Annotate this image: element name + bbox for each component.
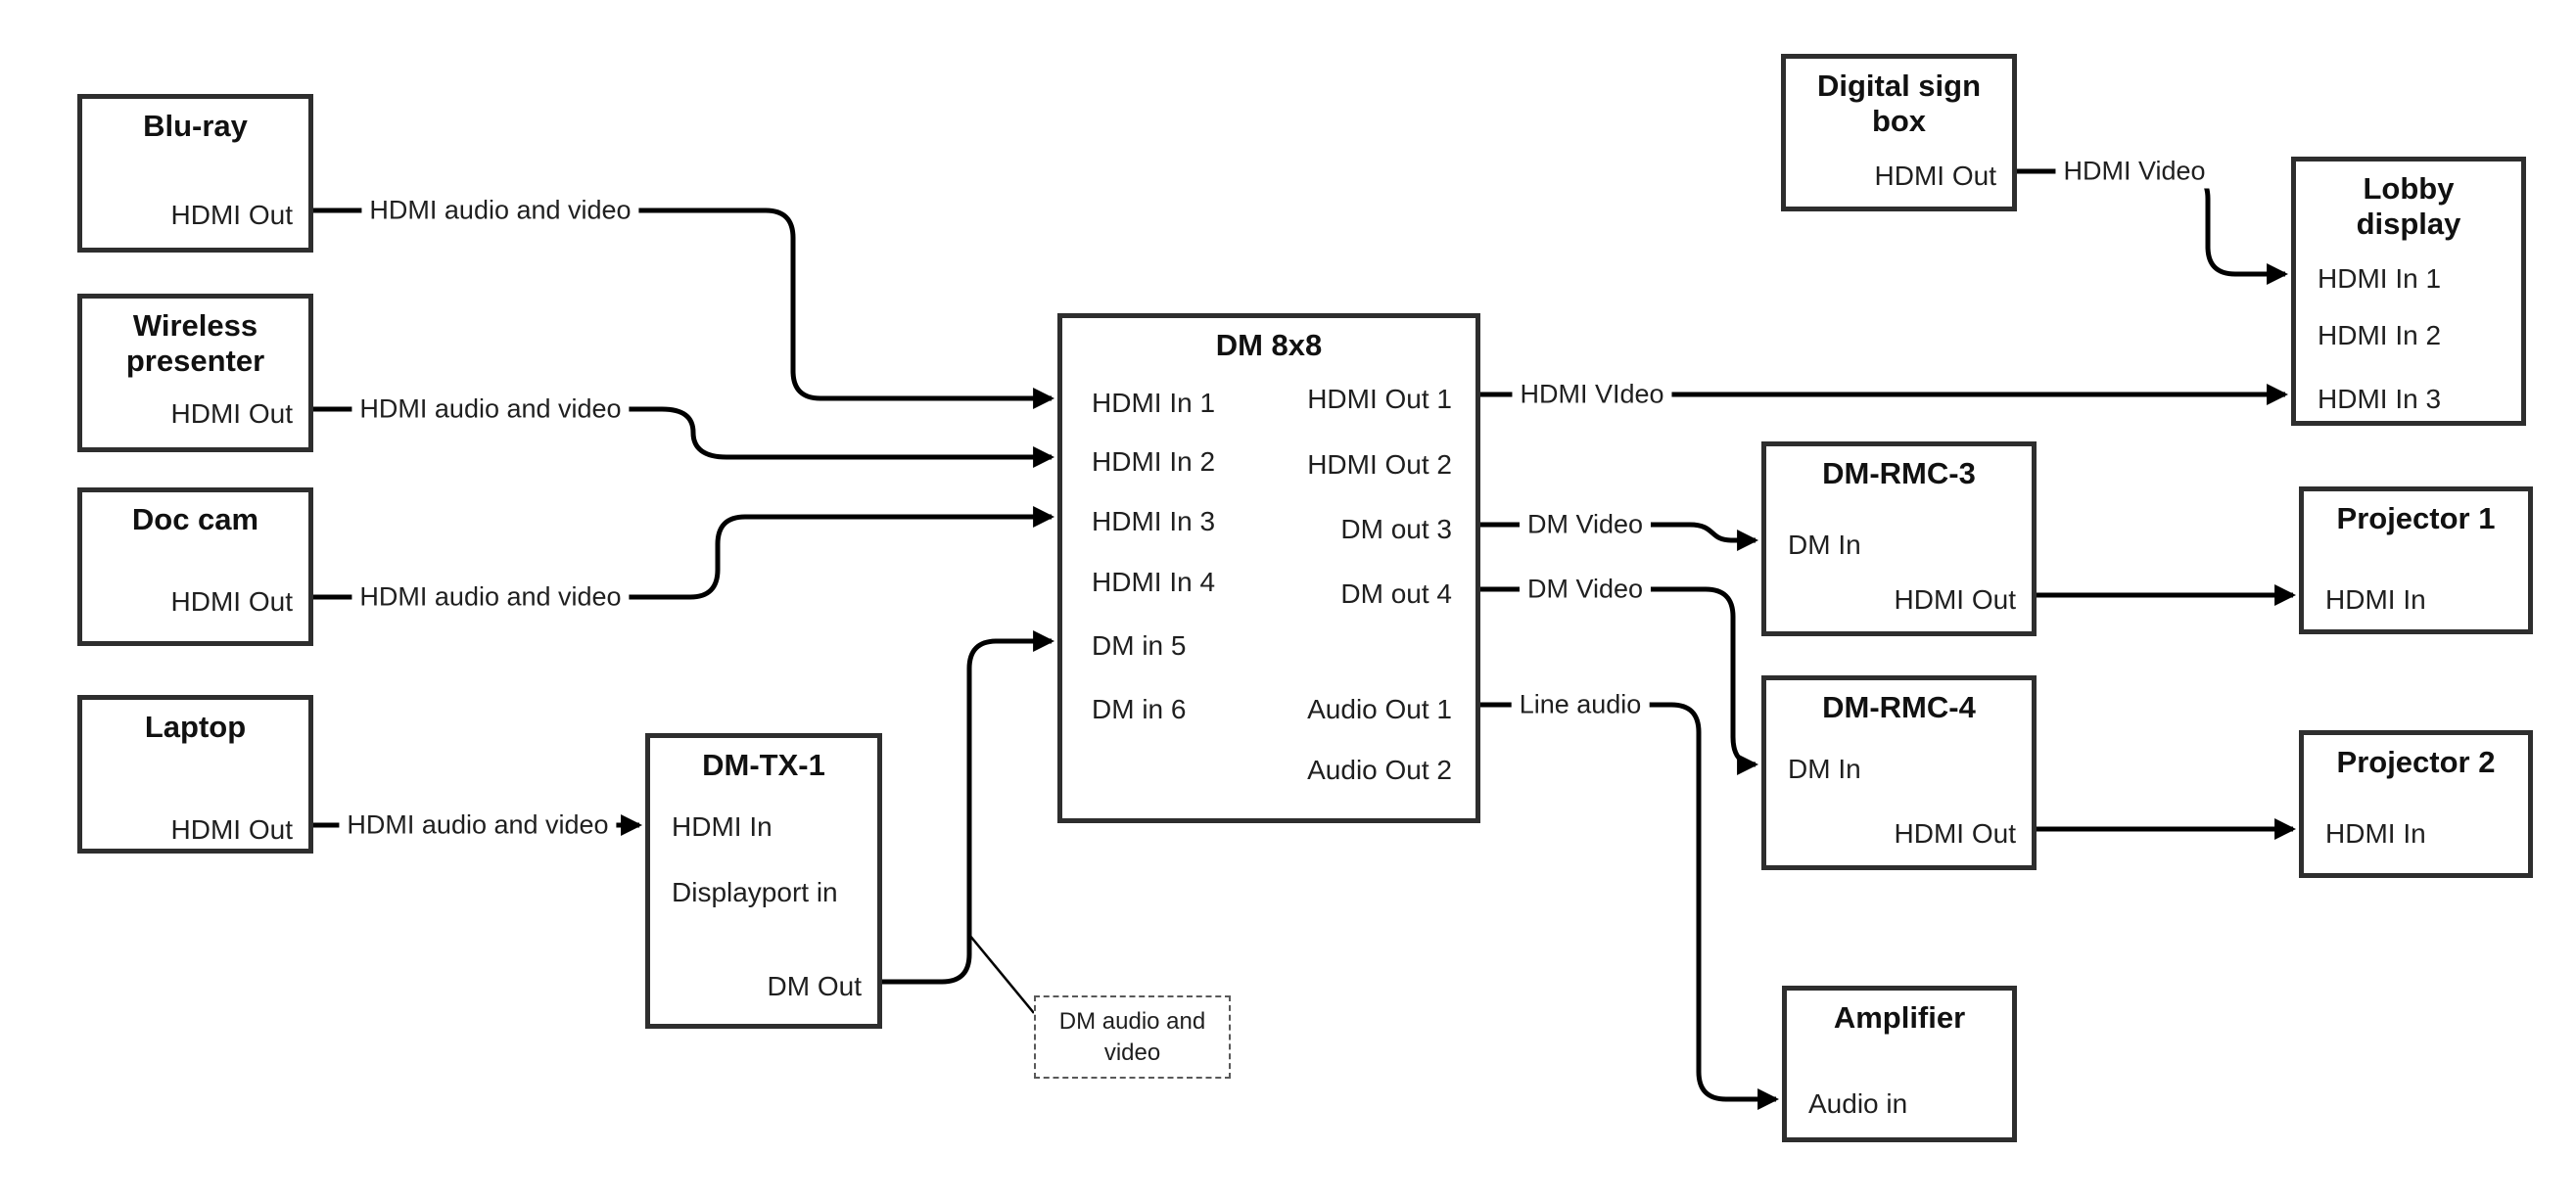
connector-label-digitalsign-to-lobby-in1: HDMI Video — [2055, 154, 2214, 189]
port-dm8x8-hdmi-in-3: HDMI In 3 — [1092, 506, 1216, 536]
port-dmrmc4-hdmi-out: HDMI Out — [1894, 818, 2016, 849]
box-title-lobby: Lobby display — [2356, 171, 2461, 241]
connector-wireless-to-dm8x8-in2 — [313, 406, 1055, 469]
port-doccam-hdmi-out: HDMI Out — [170, 586, 293, 617]
box-title-amplifier: Amplifier — [1833, 1000, 1966, 1035]
port-proj1-hdmi-in: HDMI In — [2325, 584, 2426, 615]
connector-dm8x8-out3-to-dmrmc3 — [1480, 522, 1759, 552]
box-title-proj2: Projector 2 — [2336, 745, 2496, 779]
connector-dm8x8-out4-to-dmrmc4 — [1480, 586, 1759, 775]
connector-dm8x8-audio1-to-amplifier — [1480, 702, 1780, 1111]
note-dm-audio-video: DM audio and video — [1034, 995, 1231, 1079]
port-proj2-hdmi-in: HDMI In — [2325, 818, 2426, 849]
port-dm8x8-hdmi-out-2: HDMI Out 2 — [1307, 449, 1452, 480]
note-text: DM audio and video — [1058, 1008, 1206, 1066]
connector-doccam-to-dm8x8-in3 — [313, 505, 1055, 600]
port-dm8x8-hdmi-in-1: HDMI In 1 — [1092, 388, 1216, 418]
port-lobby-hdmi-in-2: HDMI In 2 — [2318, 320, 2442, 350]
port-laptop-hdmi-out: HDMI Out — [170, 814, 293, 845]
box-title-wireless: Wireless presenter — [125, 308, 265, 378]
port-dm8x8-dm-out-3: DM out 3 — [1340, 514, 1452, 544]
connector-label-dm8x8-out3-to-dmrmc3: DM Video — [1519, 507, 1652, 542]
port-dm8x8-audio-out-1: Audio Out 1 — [1307, 694, 1452, 724]
port-lobby-hdmi-in-3: HDMI In 3 — [2318, 384, 2442, 414]
connector-label-wireless-to-dm8x8-in2: HDMI audio and video — [351, 392, 630, 427]
port-dm8x8-dm-out-4: DM out 4 — [1340, 578, 1452, 609]
box-title-doccam: Doc cam — [131, 502, 259, 536]
port-dmrmc3-hdmi-out: HDMI Out — [1894, 584, 2016, 615]
connector-label-dm8x8-out4-to-dmrmc4: DM Video — [1519, 572, 1652, 607]
connector-bluray-to-dm8x8-in1 — [313, 208, 1055, 410]
box-title-dmrmc3: DM-RMC-3 — [1822, 456, 1976, 490]
box-title-laptop: Laptop — [144, 710, 247, 744]
port-dmrmc3-dm-in: DM In — [1788, 530, 1861, 560]
port-amplifier-audio-in: Audio in — [1808, 1088, 1908, 1119]
box-title-bluray: Blu-ray — [143, 109, 248, 143]
box-title-dm8x8: DM 8x8 — [1215, 328, 1323, 362]
port-dmtx1-hdmi-in: HDMI In — [672, 811, 773, 842]
port-wireless-hdmi-out: HDMI Out — [170, 398, 293, 429]
port-dmrmc4-dm-in: DM In — [1788, 754, 1861, 784]
device-box-proj2: Projector 2 HDMI In — [2299, 730, 2533, 878]
port-digitalsign-hdmi-out: HDMI Out — [1874, 161, 1996, 191]
box-title-digitalsign: Digital sign box — [1816, 69, 1982, 138]
connector-label-laptop-to-dmtx1: HDMI audio and video — [339, 808, 617, 843]
note-leader-line — [968, 934, 1035, 1014]
port-dmtx1-dm-out: DM Out — [767, 971, 862, 1001]
connector-label-doccam-to-dm8x8-in3: HDMI audio and video — [351, 579, 630, 615]
connector-dmtx1-to-dm8x8-in5 — [882, 629, 1055, 985]
connector-label-dm8x8-out1-to-lobby-in3: HDMI VIdeo — [1512, 377, 1672, 412]
port-dm8x8-dm-in-5: DM in 5 — [1092, 630, 1187, 661]
connector-label-dm8x8-audio1-to-amplifier: Line audio — [1511, 687, 1650, 722]
port-dm8x8-hdmi-in-2: HDMI In 2 — [1092, 446, 1216, 477]
device-box-dmrmc4: DM-RMC-4 DM In HDMI Out — [1761, 675, 2037, 870]
port-dm8x8-audio-out-2: Audio Out 2 — [1307, 755, 1452, 785]
port-dm8x8-hdmi-in-4: HDMI In 4 — [1092, 567, 1216, 597]
box-title-dmtx1: DM-TX-1 — [702, 748, 825, 782]
port-dm8x8-hdmi-out-1: HDMI Out 1 — [1307, 384, 1452, 414]
port-lobby-hdmi-in-1: HDMI In 1 — [2318, 263, 2442, 294]
port-dm8x8-dm-in-6: DM in 6 — [1092, 694, 1187, 724]
port-bluray-hdmi-out: HDMI Out — [170, 200, 293, 230]
connector-label-bluray-to-dm8x8-in1: HDMI audio and video — [361, 193, 639, 228]
box-title-proj1: Projector 1 — [2336, 501, 2496, 535]
port-dmtx1-displayport-in: Displayport in — [672, 877, 838, 907]
device-box-proj1: Projector 1 HDMI In — [2299, 486, 2533, 634]
device-box-dmrmc3: DM-RMC-3 DM In HDMI Out — [1761, 441, 2037, 636]
box-title-dmrmc4: DM-RMC-4 — [1822, 690, 1976, 724]
